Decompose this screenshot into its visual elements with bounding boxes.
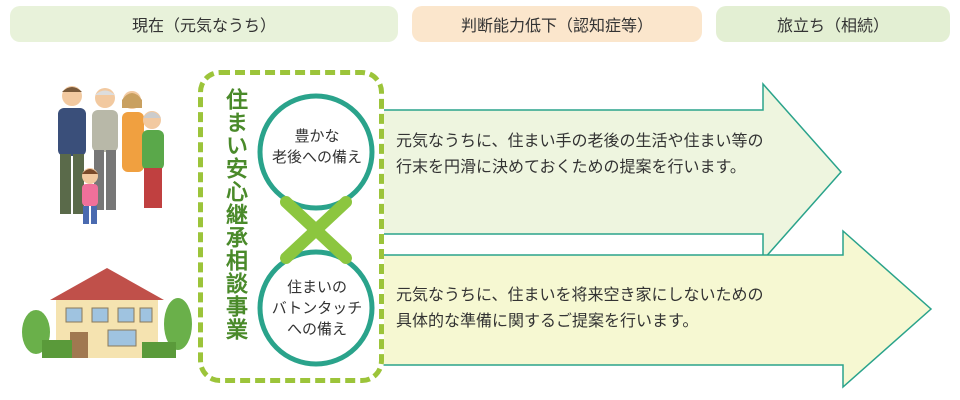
circle-healthy-aging [257, 93, 375, 211]
circle-baton-touch [257, 249, 375, 367]
arrow-bottom-description: 元気なうちに、住まいを将来空き家にしないための 具体的な準備に関するご提案を行い… [396, 285, 764, 330]
arrow-top-description: 元気なうちに、住まい手の老後の生活や住まい等の 行末を円滑に決めておくための提案… [396, 131, 764, 176]
program-circles [257, 93, 375, 367]
arrow-healthy-aging [345, 82, 843, 262]
stage-tab-dementia: 判断能力低下（認知症等） [412, 6, 702, 42]
family-illustration [58, 86, 164, 224]
stage-tab-now: 現在（元気なうち） [10, 6, 398, 42]
circle-bottom-label: 住まいの バトンタッチ への備え [271, 278, 363, 338]
program-title: 住まい安心継承相談事業 [222, 88, 247, 341]
stage-tab-inheritance: 旅立ち（相続） [716, 6, 950, 42]
cross-mark [280, 196, 352, 264]
circle-top-label: 豊かな 老後への備え [271, 127, 362, 166]
house-illustration [22, 268, 192, 358]
arrow-baton-touch [345, 229, 933, 389]
